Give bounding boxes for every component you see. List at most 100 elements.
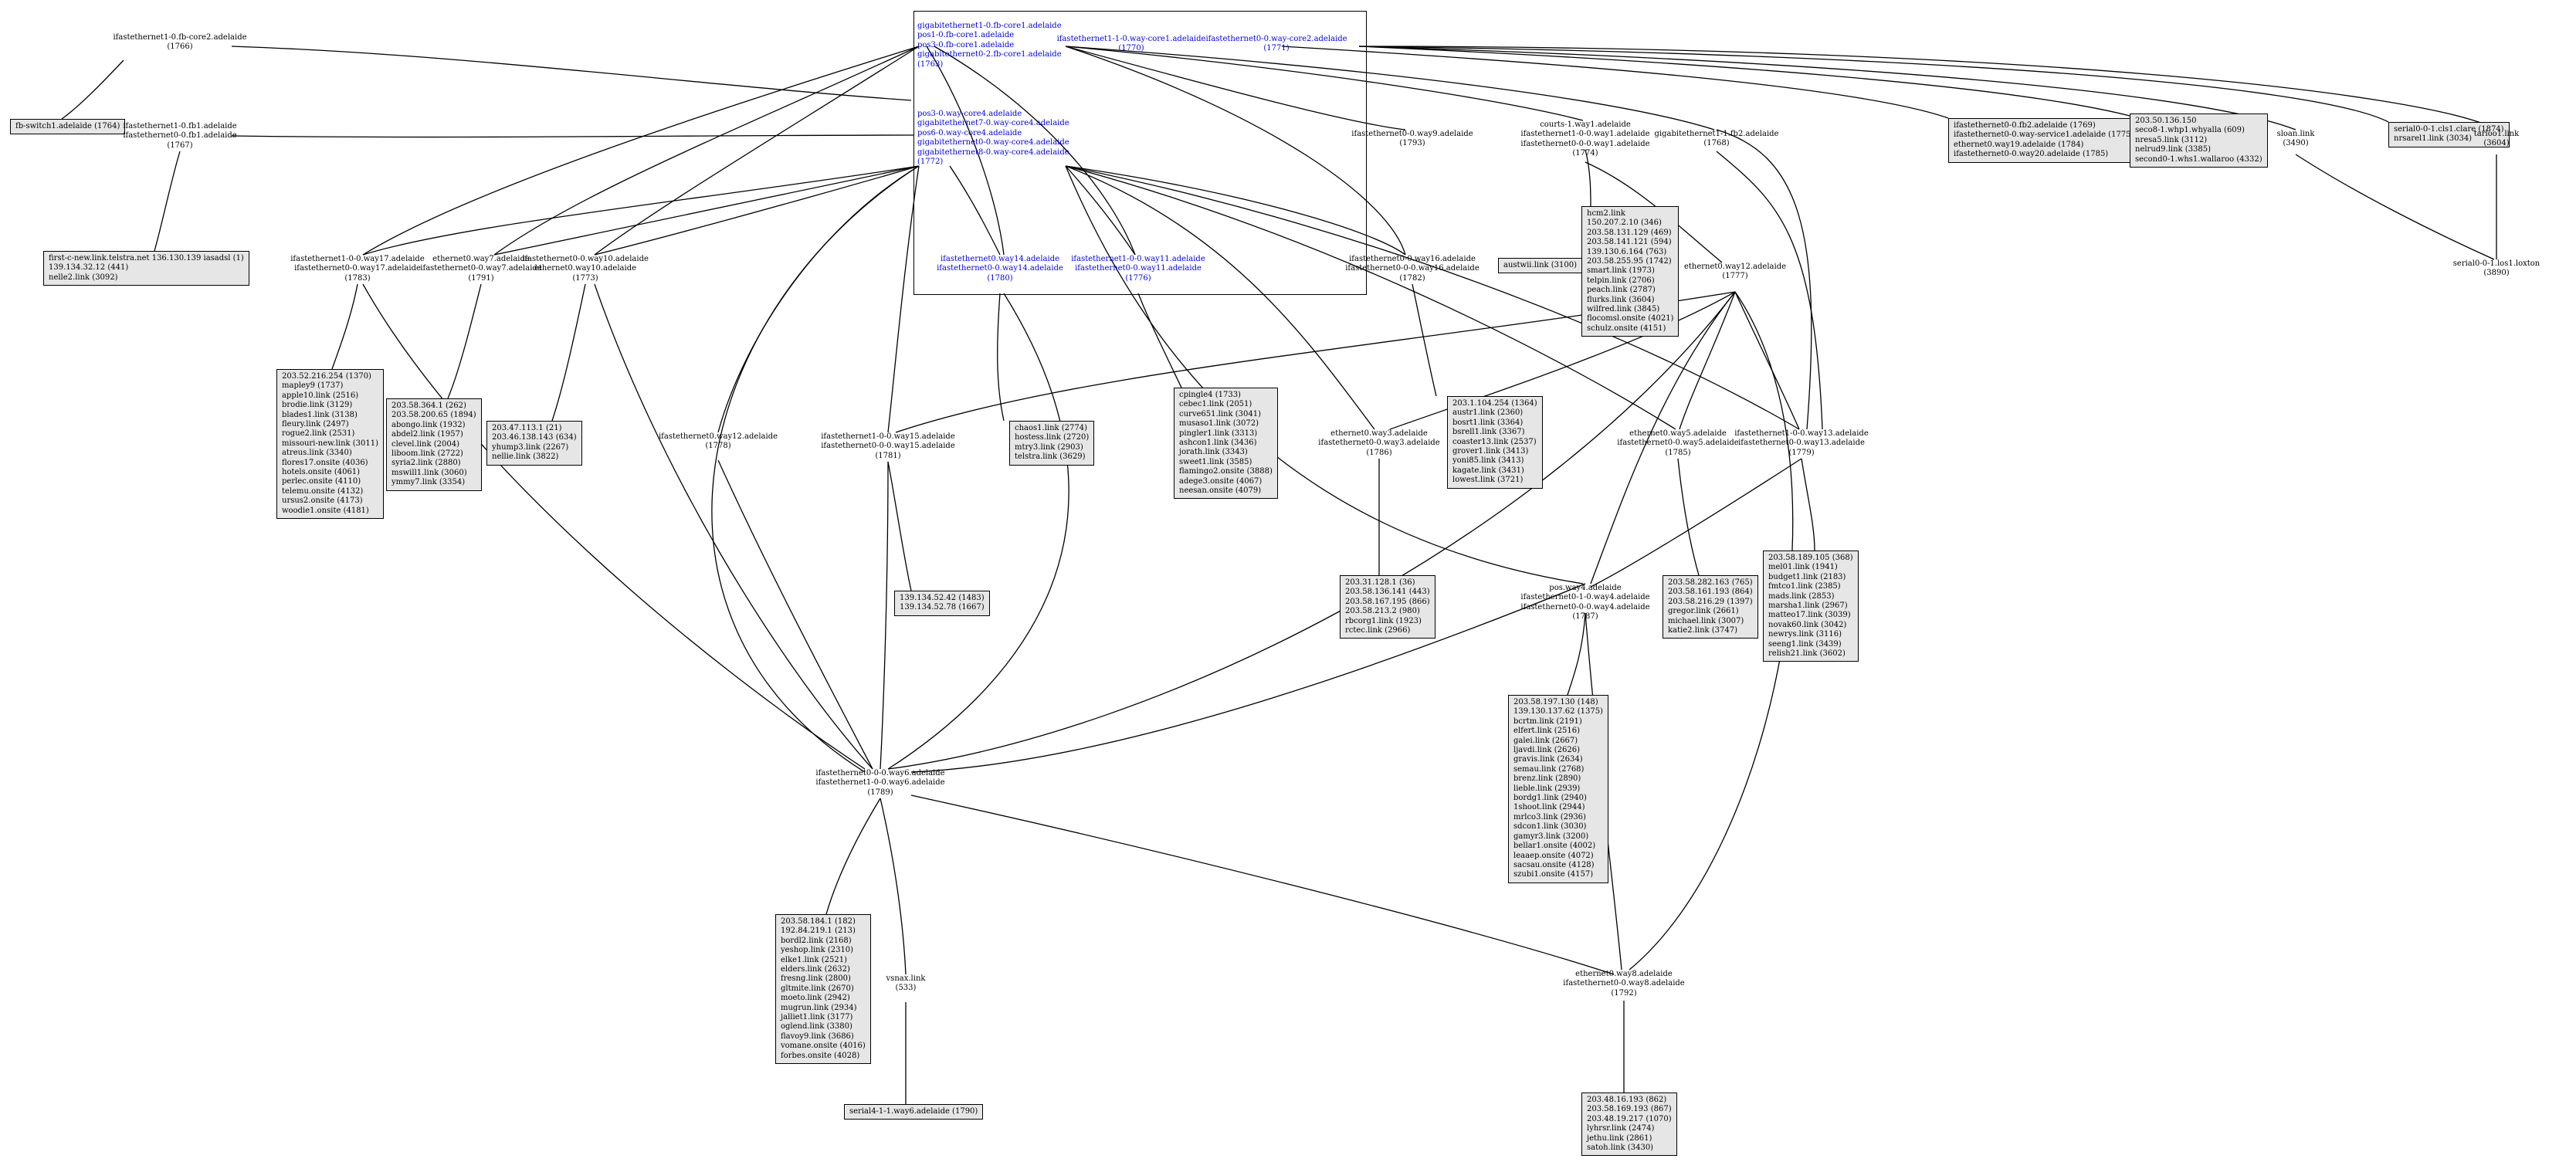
node-label-line: (1770) (1118, 44, 1144, 53)
node-label-line: 203.52.216.254 (1370) (282, 372, 371, 381)
node-n1785b: 203.58.282.163 (765)203.58.161.193 (864)… (1663, 575, 1758, 639)
edge-30 (2295, 154, 2495, 260)
node-label-line: neesan.onsite (4079) (1179, 486, 1262, 496)
node-label-line: ursus2.onsite (4173) (282, 496, 363, 506)
node-label-line: adege3.onsite (4067) (1179, 476, 1263, 486)
node-n_vsnax: vsnax.link(533) (886, 974, 926, 994)
node-label-line: yeshop.link (2310) (781, 946, 854, 955)
node-label-line: (1778) (705, 442, 731, 451)
edge-57 (594, 283, 873, 770)
node-label-line: galei.link (2667) (1513, 736, 1578, 745)
node-label-line: ifastethernet1-0-0.way17.adelaide (290, 255, 425, 263)
node-n1790: serial4-1-1.way6.adelaide (1790) (844, 1104, 984, 1120)
node-label-line: vomane.onsite (4016) (781, 1042, 866, 1051)
node-label-line: ethernet0.way8.adelaide (1575, 970, 1673, 978)
node-label-line: elke1.link (2521) (781, 955, 847, 964)
node-label-line: first-c-new.link.telstra.net 136.130.139… (49, 254, 244, 263)
node-label-line: gregor.link (2661) (1668, 607, 1739, 616)
core-cluster-frame (913, 11, 1367, 295)
node-label-line: bsrell1.link (3367) (1452, 428, 1525, 437)
node-label-line: (1779) (1788, 448, 1815, 457)
node-label-line: 203.58.216.29 (1397) (1668, 597, 1753, 606)
node-label-line: mswill1.link (3060) (391, 468, 467, 477)
node-label-line: nellie.link (3822) (492, 452, 559, 462)
node-label-line: mrlco3.link (2936) (1513, 812, 1586, 822)
edge-35 (997, 293, 1005, 422)
node-label-line: bcrtm.link (2191) (1513, 717, 1582, 726)
node-label-line: (1777) (1722, 272, 1748, 281)
node-label-line: 139.130.137.62 (1375) (1513, 707, 1603, 717)
node-label-line: (1771) (1263, 44, 1290, 53)
node-label-line: (1785) (1665, 448, 1691, 457)
node-label-line: telpin.link (2706) (1587, 276, 1655, 285)
edge-28 (1358, 46, 2497, 130)
node-n_serial: serial0-0-1.los1.loxton(3890) (2453, 259, 2540, 279)
node-label-line: 192.84.219.1 (213) (781, 927, 856, 936)
node-label-line: sweet1.link (3585) (1179, 457, 1252, 466)
node-label-line: ethernet0.way7.adelaide (432, 255, 530, 263)
edge-33 (1065, 165, 1800, 430)
node-label-line: ifastethernet0-1-0.way4.adelaide (1520, 593, 1650, 602)
node-n1786b: 203.31.128.1 (36)203.58.136.141 (443)203… (1340, 575, 1435, 639)
node-label-line: ashcon1.link (3436) (1179, 439, 1257, 448)
edge-58 (711, 165, 920, 773)
edge-66 (1590, 458, 1802, 588)
node-label-line: smart.link (1973) (1587, 266, 1655, 276)
edge-36 (1137, 293, 1182, 388)
edge-2 (231, 134, 914, 138)
node-label-line: (1781) (875, 451, 901, 460)
node-label-line: gigabitethernet7-0.way-core4.adelaide (917, 119, 1069, 128)
edge-10 (362, 165, 920, 256)
node-label-line: chaos1.link (2774) (1015, 424, 1088, 432)
node-label-line: 203.58.189.105 (368) (1768, 554, 1853, 562)
node-label-line: coaster13.link (2537) (1452, 437, 1537, 446)
node-label-line: 203.58.282.163 (765) (1668, 578, 1753, 587)
node-label-line: pos.way4.adelaide (1549, 584, 1622, 592)
node-n1778: ifastethernet0.way12.adelaide(1778) (659, 432, 778, 452)
node-label-line: abdel2.link (1957) (391, 430, 463, 439)
node-label-line: flurks.link (3604) (1587, 295, 1655, 304)
edge-1 (61, 59, 124, 120)
node-label-line: gigabitethernet1-0.fb-core1.adelaide (917, 22, 1062, 30)
node-label-line: ethernet0.way5.adelaide (1629, 429, 1727, 438)
node-n1777: ethernet0.way12.adelaide(1777) (1684, 263, 1786, 282)
node-label-line: ifastethernet0-0.fb1.adelaide (123, 131, 237, 141)
node-n_tier: ifastethernet0-0.fb2.adelaide (1769)ifas… (1948, 118, 2140, 163)
node-label-line: apple10.link (2516) (282, 391, 359, 400)
edge-9 (594, 46, 920, 256)
node-label-line: ifastethernet0.way14.adelaide (940, 255, 1060, 263)
node-label-line: (3490) (2283, 139, 2309, 148)
node-label-line: pos3-0.way-core4.adelaide (917, 110, 1022, 118)
node-label-line: flamingo2.onsite (3888) (1179, 467, 1273, 476)
node-label-line: ethernet0.way3.adelaide (1330, 429, 1428, 438)
node-label-line: (1772) (917, 158, 944, 167)
node-label-line: nelle2.link (3092) (49, 273, 118, 282)
node-label-line: ifastethernet0-0.way8.adelaide (1563, 979, 1685, 988)
node-label-line: gamyr3.link (3200) (1513, 832, 1589, 841)
node-label-line: (1789) (867, 788, 893, 797)
node-label-line: austwii.link (3100) (1503, 261, 1578, 269)
node-label-line: 203.58.184.1 (182) (781, 917, 856, 926)
edge-27 (1358, 46, 2389, 123)
node-label-line: marsha1.link (2967) (1768, 601, 1848, 611)
node-label-line: katie2.link (3747) (1668, 626, 1738, 635)
edge-54 (880, 461, 889, 770)
node-label-line: 139.130.6.164 (763) (1587, 247, 1667, 256)
node-label-line: nelrud9.link (3385) (2135, 145, 2212, 154)
node-label-line: gigabitethernet1-1.fb2.adelaide (1654, 130, 1779, 138)
node-label-line: clevel.link (2004) (391, 439, 459, 449)
node-label-line: rctec.link (2966) (1345, 626, 1411, 635)
edge-49 (1801, 458, 1815, 551)
node-label-line: moeto.link (2942) (781, 994, 850, 1003)
node-label-line: bellar1.onsite (4002) (1513, 842, 1596, 851)
node-label-line: ifastethernet0-0.way17.adelaide (294, 264, 421, 273)
node-label-line: novak60.link (3042) (1768, 620, 1847, 629)
node-label-line: 203.58.213.2 (980) (1345, 607, 1420, 616)
node-label-line: bordg1.link (2940) (1513, 794, 1587, 803)
node-label-line: sloan.link (2276, 130, 2315, 138)
node-label-line: ifastethernet0-0.way14.adelaide (937, 264, 1063, 273)
